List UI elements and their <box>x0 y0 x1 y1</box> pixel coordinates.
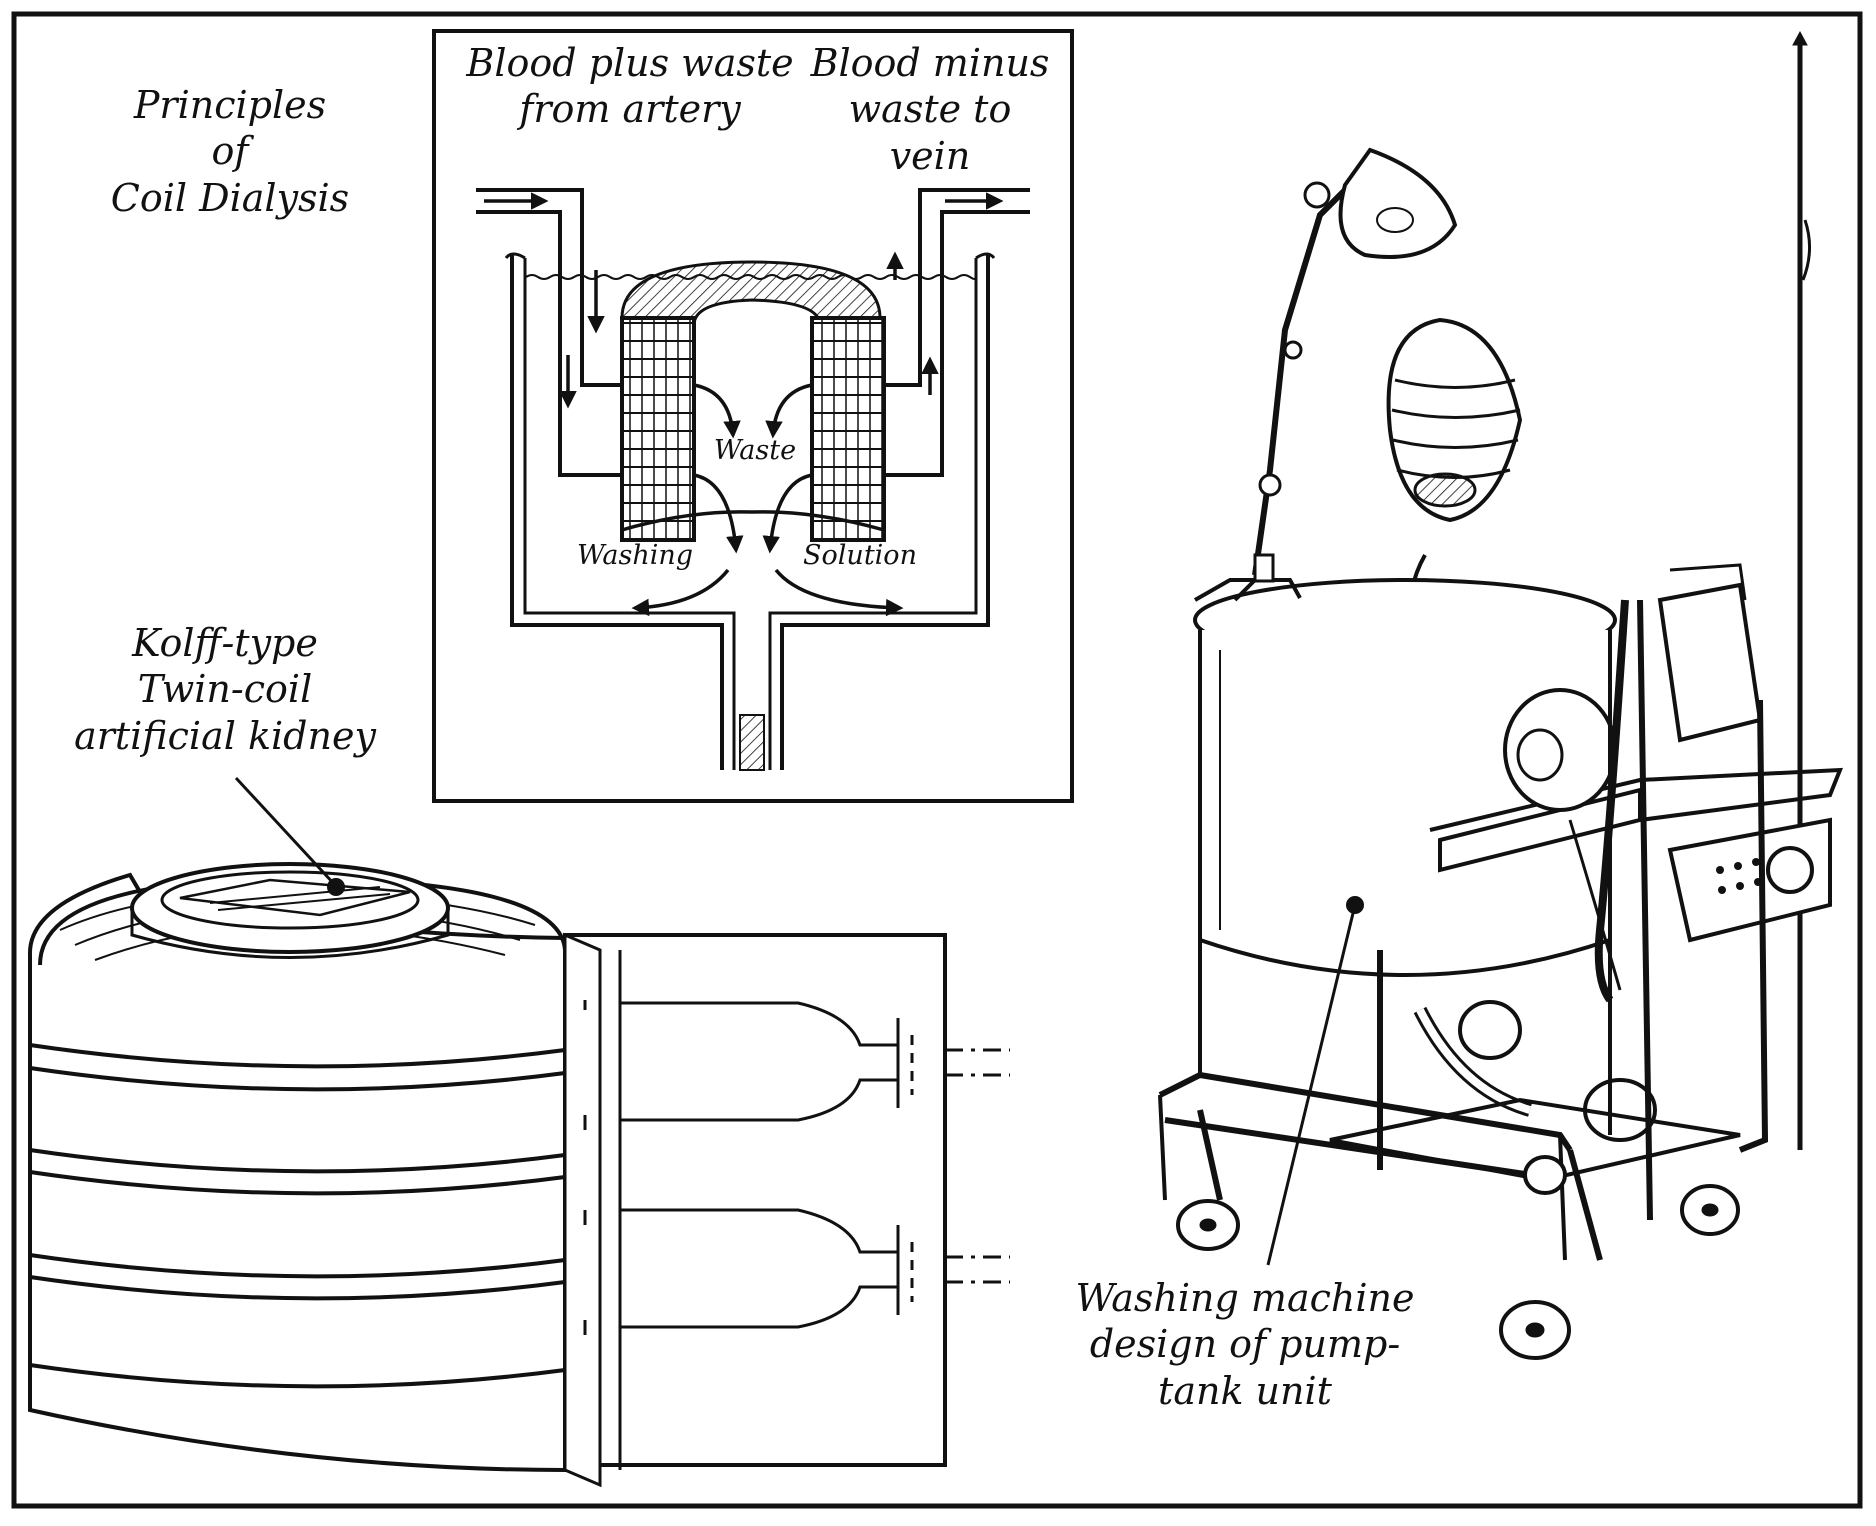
kidney-leader-dot <box>327 878 345 896</box>
drain-pipe <box>739 714 765 771</box>
kidney-cutaway-box <box>563 932 1010 1488</box>
kidney-label: Kolff-type Twin-coil artificial kidney <box>74 621 376 758</box>
cart-wheels <box>1176 1155 1740 1360</box>
diagram-title: Principles of Coil Dialysis <box>110 83 350 220</box>
twin-coil-kidney-drawing <box>27 776 567 1473</box>
washing-label: Washing <box>576 540 694 571</box>
outer-frame <box>11 11 1863 1509</box>
tank-body <box>1198 630 1612 977</box>
cart-frame <box>1158 599 1769 1261</box>
inflow-label: Blood plus waste from artery <box>466 41 794 132</box>
right-coil-stack <box>810 316 886 542</box>
inflow-tube <box>476 188 622 477</box>
outflow-label: Blood minus waste to vein <box>810 41 1050 178</box>
left-coil-stack <box>620 316 696 542</box>
waste-label: Waste <box>713 435 797 466</box>
pump-tank-machine-drawing <box>1158 30 1844 1360</box>
outflow-tube <box>884 188 1030 477</box>
coil-cartridge <box>1386 317 1523 523</box>
coil-arch <box>620 260 884 327</box>
inset-frame <box>432 29 1074 803</box>
flow-arrows <box>484 192 1004 617</box>
machine-leader-line <box>1266 904 1357 1266</box>
kidney-leader-line <box>234 776 337 887</box>
machine-leader-dot <box>1346 896 1364 914</box>
dialysis-principle-inset <box>432 29 1074 803</box>
solution-label: Solution <box>803 540 917 571</box>
dialysis-tank <box>510 255 990 770</box>
lamp-shade <box>1338 147 1458 259</box>
machine-label: Washing machine design of pump- tank uni… <box>1075 1276 1415 1413</box>
